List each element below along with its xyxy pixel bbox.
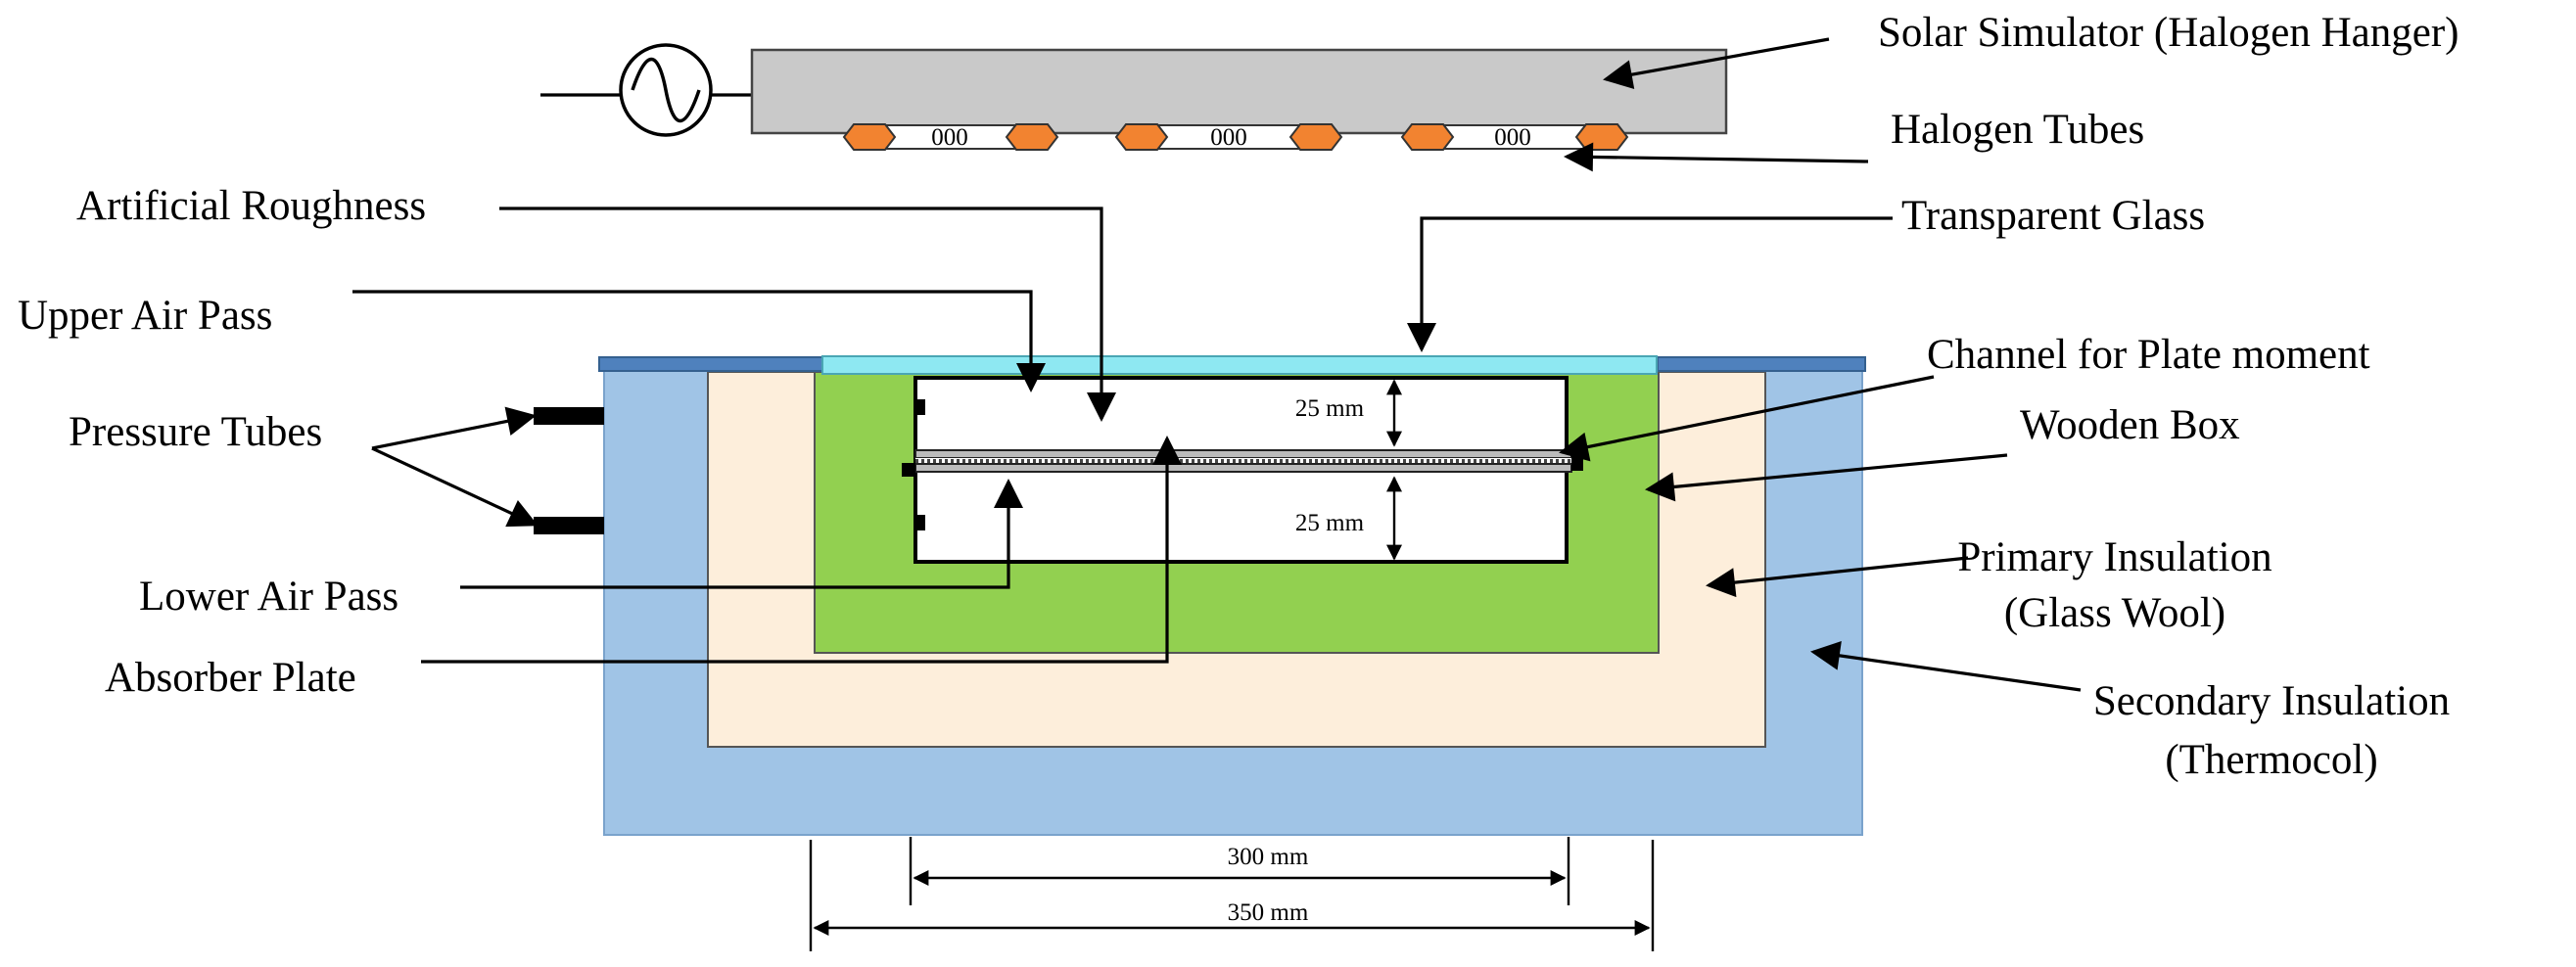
label-upper-air-pass: Upper Air Pass: [18, 293, 272, 339]
label-primary-insulation: Primary Insulation: [1957, 534, 2272, 580]
label-absorber-plate: Absorber Plate: [105, 655, 356, 701]
halogen-cap: [1400, 123, 1455, 151]
plate-support-left: [902, 463, 915, 477]
upper-gap-dimension: 25 mm: [1295, 395, 1365, 422]
halogen-cap: [1005, 123, 1059, 151]
lower-gap-dimension: 25 mm: [1295, 510, 1365, 536]
inner-width-dimension: 300 mm: [1228, 844, 1309, 870]
pressure-tap: [915, 515, 925, 530]
plate-channel-right: [1571, 453, 1583, 471]
ac-source-icon: [619, 43, 713, 137]
label-primary-insulation-material: (Glass Wool): [2004, 590, 2225, 636]
width-dimensions: 300 mm 350 mm: [809, 837, 1655, 951]
halogen-cap: [1574, 123, 1629, 151]
halogen-tube-1: 000: [842, 123, 1059, 151]
label-secondary-insulation: Secondary Insulation: [2093, 678, 2450, 724]
pressure-tube-lower: [534, 517, 604, 534]
label-secondary-insulation-material: (Thermocol): [2165, 737, 2377, 783]
tube-marking: 000: [931, 124, 968, 151]
label-lower-air-pass: Lower Air Pass: [139, 574, 398, 620]
top-frame-left: [598, 356, 827, 372]
absorber-plate-lower: [914, 463, 1572, 473]
halogen-tube-2: 000: [1114, 123, 1343, 151]
halogen-cap: [842, 123, 897, 151]
artificial-roughness-strip: [915, 458, 1571, 464]
gap-dimensions: 25 mm 25 mm: [1295, 379, 1402, 561]
transparent-glass: [821, 355, 1658, 375]
label-solar-simulator: Solar Simulator (Halogen Hanger): [1878, 10, 2459, 56]
top-frame-right: [1657, 356, 1866, 372]
label-pressure-tubes: Pressure Tubes: [69, 409, 322, 455]
tube-marking: 000: [1494, 124, 1531, 151]
label-artificial-roughness: Artificial Roughness: [76, 183, 426, 229]
labels: Solar Simulator (Halogen Hanger) Halogen…: [18, 10, 2459, 783]
halogen-cap: [1114, 123, 1169, 151]
label-halogen-tubes: Halogen Tubes: [1891, 107, 2144, 153]
halogen-cap: [1288, 123, 1343, 151]
outer-width-dimension: 350 mm: [1228, 899, 1309, 926]
halogen-hanger: [750, 48, 1728, 135]
pressure-tube-upper: [534, 407, 604, 425]
pressure-tap: [915, 399, 925, 415]
tube-marking: 000: [1210, 124, 1247, 151]
label-channel-plate-moment: Channel for Plate moment: [1927, 332, 2370, 378]
label-transparent-glass: Transparent Glass: [1901, 193, 2205, 239]
solar-simulator: 000 000 000: [540, 43, 1728, 151]
label-wooden-box: Wooden Box: [2020, 402, 2240, 448]
collector-assembly: [534, 355, 1866, 836]
absorber-plate: [914, 449, 1572, 459]
leader-lines: [352, 37, 2082, 692]
halogen-tube-3: 000: [1400, 123, 1629, 151]
